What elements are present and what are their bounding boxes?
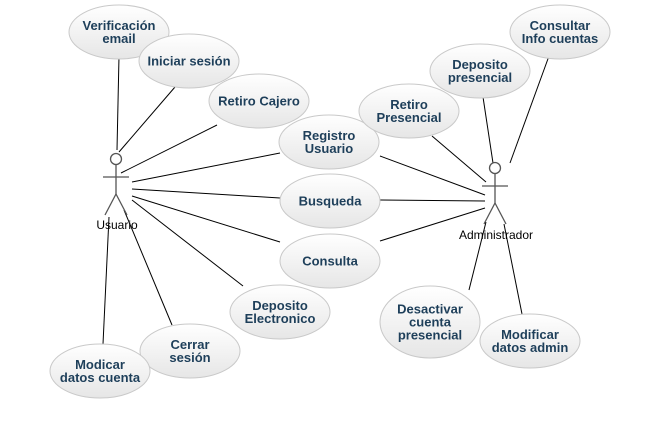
actor-stick-figure [483,202,496,225]
use-case-label: Modificar [501,327,559,342]
use-case-label: Verificación [83,18,156,33]
association-usuario-modicar [102,216,110,345]
use-case-label: presencial [448,70,512,85]
use-case-label: datos admin [492,340,569,355]
use-case-ellipse [358,83,460,139]
use-case-label: Desactivar [397,302,463,317]
use-case-ellipse [229,284,331,340]
use-case-ellipse [509,4,611,60]
association-admin-retiro-presencial [431,135,487,183]
use-case-label: Presencial [376,110,441,125]
association-usuario-busqueda [131,188,281,199]
association-usuario-registro [131,152,281,183]
association-admin-desactivar [468,221,487,291]
use-case-label: cuenta [409,315,452,330]
use-case-ellipse [279,173,381,229]
use-case-label: Electronico [245,311,316,326]
actor-head-icon [488,161,502,175]
use-case-retiro-cajero[interactable]: Retiro Cajero [208,73,310,129]
use-case-label: Iniciar sesión [147,54,230,69]
use-case-iniciar[interactable]: Iniciar sesión [138,33,240,89]
use-case-label: Retiro [390,97,428,112]
use-case-label: Consulta [302,254,358,269]
actor-stick-figure [494,202,507,225]
use-case-label: Info cuentas [522,31,599,46]
use-case-ellipse [279,233,381,289]
use-case-label: Busqueda [299,194,363,209]
association-admin-consulta [379,207,486,242]
association-admin-deposito-presencial [482,96,494,164]
use-case-label: Cerrar [170,337,209,352]
actor-label: Administrador [459,228,533,242]
use-case-label: Modicar [75,357,125,372]
association-usuario-verificacion [116,55,120,151]
use-case-label: Deposito [252,298,308,313]
actor-label: Usuario [96,218,138,232]
use-case-label: presencial [398,328,462,343]
actor-stick-figure [115,193,128,216]
use-case-ellipse [68,4,170,60]
use-case-ellipse [379,285,481,359]
association-usuario-iniciar [118,86,176,153]
use-case-label: Registro [303,128,356,143]
use-case-ellipse [479,313,581,369]
actor-usuario[interactable]: Usuario [96,152,138,233]
association-admin-modificar-admin [503,223,523,315]
use-case-label: datos cuenta [60,370,141,385]
use-case-label: Deposito [452,57,508,72]
association-usuario-consulta [131,195,281,243]
use-case-label: Consultar [530,18,591,33]
association-admin-busqueda [379,199,486,202]
use-case-label: Retiro Cajero [218,94,300,109]
actor-stick-figure [104,193,117,216]
use-case-ellipse [49,343,151,399]
actor-head-icon [109,152,123,166]
association-usuario-retiro-cajero [120,124,218,174]
use-case-ellipse [278,114,380,170]
use-case-label: Usuario [305,141,353,156]
use-case-consulta[interactable]: Consulta [279,233,381,289]
use-case-ellipse [208,73,310,129]
association-usuario-deposito-electronico [131,199,244,287]
use-case-label: email [102,31,135,46]
use-case-ellipse [429,43,531,99]
association-admin-consultar-info [509,55,550,164]
use-case-ellipse [138,33,240,89]
association-usuario-cerrar [123,209,173,326]
associations [102,55,550,345]
association-admin-registro [379,155,486,196]
use-case-busqueda[interactable]: Busqueda [279,173,381,229]
use-case-ellipse [139,323,241,379]
use-case-label: sesión [169,350,210,365]
actor-admin[interactable]: Administrador [459,161,533,243]
